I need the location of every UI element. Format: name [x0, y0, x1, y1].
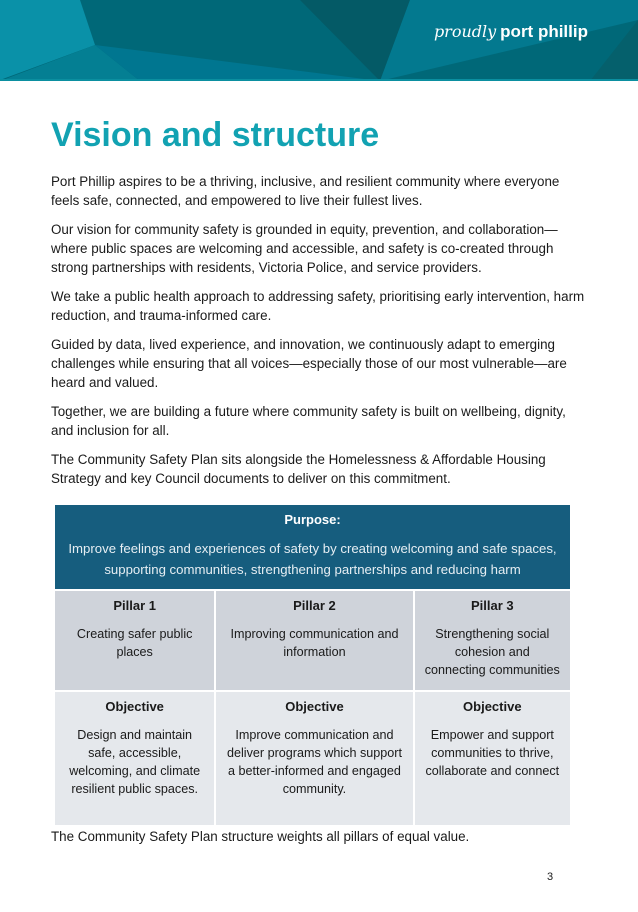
pillar-cell: Pillar 2 Improving communication and info… [214, 589, 415, 692]
pillar-label: Pillar 2 [293, 598, 336, 613]
paragraph: Together, we are building a future where… [51, 404, 566, 438]
objective-label: Objective [105, 699, 164, 714]
pillar-text: Strengthening social cohesion and connec… [424, 627, 560, 677]
page-title: Vision and structure [51, 116, 380, 154]
body-text: Port Phillip aspires to be a thriving, i… [51, 172, 591, 498]
objective-label: Objective [285, 699, 344, 714]
paragraph: The Community Safety Plan sits alongside… [51, 452, 546, 486]
objective-text: Improve communication and deliver progra… [226, 728, 402, 796]
pillar-text: Creating safer public places [76, 627, 193, 659]
footer-note: The Community Safety Plan structure weig… [51, 829, 470, 844]
pillar-cell: Pillar 1 Creating safer public places [52, 589, 217, 692]
pillar-label: Pillar 3 [470, 598, 514, 613]
pillar-text: Improving communication and information [230, 627, 399, 659]
purpose-cell: Purpose: Improve feelings and experiences… [53, 503, 572, 591]
purpose-label: Purpose: [284, 512, 341, 527]
paragraph: Guided by data, lived experience, and in… [51, 337, 567, 390]
paragraph: Our vision for community safety is groun… [51, 222, 558, 275]
objective-label: Objective [463, 699, 522, 714]
objective-text: Empower and support communities to thriv… [425, 728, 560, 778]
pillar-cell: Pillar 3 Strengthening social cohesion an… [412, 589, 573, 692]
paragraph: Port Phillip aspires to be a thriving, i… [51, 174, 560, 208]
page-number: 3 [547, 871, 554, 883]
objective-text: Design and maintain safe, accessible, we… [69, 728, 201, 796]
pillar-label: Pillar 1 [113, 598, 156, 613]
paragraph: We take a public health approach to addr… [51, 289, 585, 323]
structure-table: Purpose: Improve feelings and experiences… [52, 503, 573, 827]
purpose-text: Improve feelings and experiences of safe… [68, 541, 557, 577]
